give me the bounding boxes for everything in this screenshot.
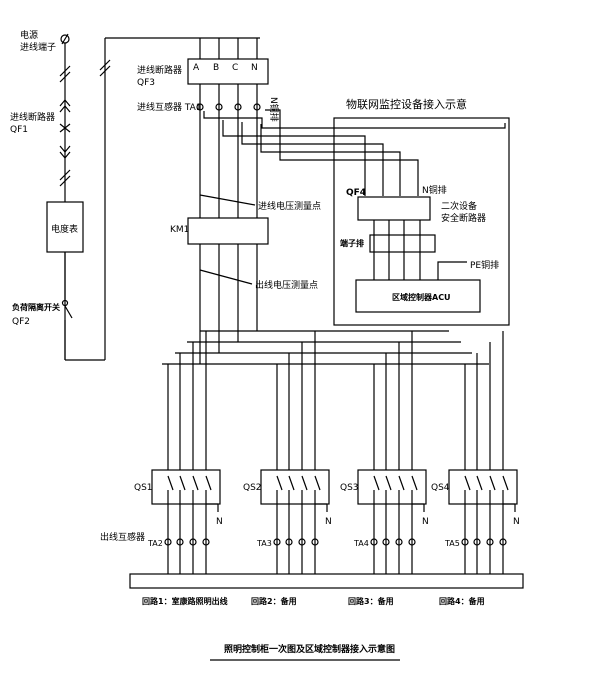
branch-ct-label: TA4 [353, 539, 369, 548]
incoming-breaker-left-label: 进线断路器 [10, 111, 55, 123]
qf3-breaker-box [187, 58, 269, 85]
km1-label: KM1 [170, 225, 189, 235]
copper-bar-label: N铜排 [268, 97, 280, 122]
safety-breaker-label: 安全断路器 [441, 212, 486, 224]
load-switch-label: 负荷隔离开关 [12, 302, 60, 312]
iot-monitoring-box: 物联网监控设备接入示意 QF4 N铜排 二次设备 安全断路器 端子排 PE铜排 … [333, 94, 510, 326]
branch-switch-box [357, 469, 427, 505]
branch-circuit-label: 回路4：备用 [439, 596, 485, 606]
meter-label: 电度表 [51, 223, 78, 235]
branch-ct-label: TA3 [256, 539, 272, 548]
secondary-device-label: 二次设备 [441, 200, 477, 212]
qf1-label: QF1 [10, 125, 28, 135]
ta1-ct-symbols [196, 103, 261, 111]
incoming-ct-label: 进线互感器 TA1 [137, 101, 202, 113]
outgoing-voltage-point-label: 出线电压测量点 [255, 279, 318, 291]
branch-ct-label: TA5 [444, 539, 460, 548]
main-bus: 进线断路器 QF3 A B C N 进线互感器 TA1 N铜排 进线电压测量点 [137, 38, 506, 364]
branch-n-label: N [422, 517, 429, 527]
qf4-breaker-box [357, 196, 431, 221]
qf4-label: QF4 [346, 188, 366, 198]
iot-frame [333, 117, 510, 326]
phase-b-label: B [213, 63, 219, 73]
acu-label: 区域控制器ACU [392, 292, 451, 302]
branch-n-label: N [325, 517, 332, 527]
branch-circuit-label: 回路1：室康路照明出线 [142, 596, 228, 606]
qf3-label: QF3 [137, 78, 155, 88]
terminal-block-label: 端子排 [340, 238, 364, 248]
phase-c-label: C [232, 63, 238, 73]
branch-switch-label: QS4 [431, 483, 450, 493]
pe-copper-bar-label: PE铜排 [470, 259, 499, 271]
distribution-bus [162, 330, 489, 365]
branch-switch-box [151, 469, 221, 505]
n-copper-bar-label: N铜排 [422, 184, 447, 196]
branch-ct-label: TA2 [147, 539, 163, 548]
left-single-line: 电源 进线端子 进线断路器 QF1 电度表 负荷隔离开关 QF2 [10, 29, 260, 361]
branch-n-label: N [216, 517, 223, 527]
branch-switch-label: QS1 [134, 483, 153, 493]
output-terminal-bar [129, 573, 524, 589]
acu-box [355, 279, 481, 313]
branch-switch-label: QS3 [340, 483, 359, 493]
branch-circuit-label: 回路3：备用 [348, 596, 394, 606]
incoming-breaker-top-label: 进线断路器 [137, 64, 182, 76]
caption: 照明控制柜一次图及区域控制器接入示意图 [224, 643, 395, 655]
branch-n-label: N [513, 517, 520, 527]
phase-n-label: N [251, 63, 258, 73]
phase-a-label: A [193, 63, 200, 73]
branch-switch-box [448, 469, 518, 505]
qf2-label: QF2 [12, 317, 30, 327]
km1-contactor-box [187, 217, 269, 245]
outgoing-ct-label: 出线互感器 [100, 531, 145, 543]
branch-switch-box [260, 469, 330, 505]
terminal-block-box [369, 234, 436, 253]
branch-circuit-label: 回路2：备用 [251, 596, 297, 606]
incoming-voltage-point-label: 进线电压测量点 [258, 200, 321, 212]
incoming-terminal-label: 进线端子 [20, 41, 56, 53]
branch-switch-label: QS2 [243, 483, 262, 493]
power-source-label: 电源 [20, 29, 38, 41]
iot-title: 物联网监控设备接入示意 [346, 97, 467, 111]
